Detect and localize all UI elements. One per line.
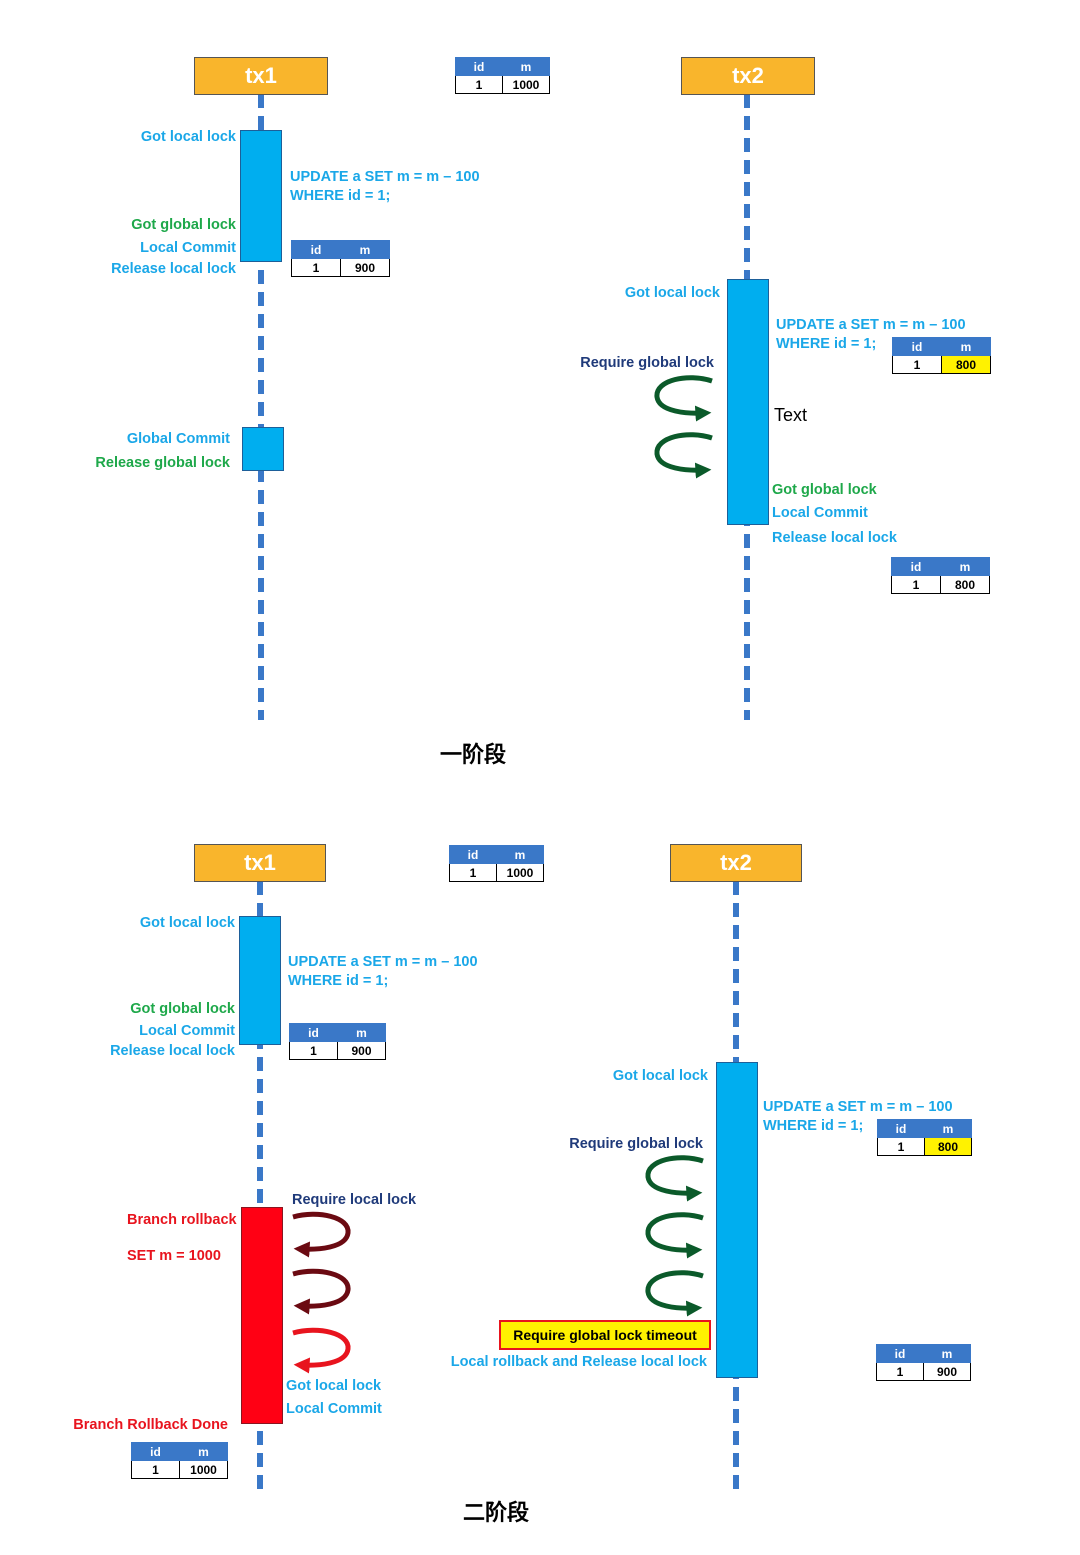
m-header: m: [923, 1344, 971, 1363]
retry-arrow-icon: [645, 1155, 704, 1202]
rollback-retry-arrow-icon: [292, 1211, 351, 1258]
tx1-local-tx-bar: [239, 916, 281, 1045]
retry-arrow-icon: [654, 375, 713, 422]
id-cell: 1: [876, 1362, 924, 1381]
id-cell: 1: [289, 1041, 338, 1060]
text-placeholder: Text: [774, 405, 808, 425]
tx1-update-line2: WHERE id = 1;: [290, 188, 391, 204]
m-header: m: [941, 337, 991, 356]
tx1-title: tx1: [244, 850, 276, 875]
tx1-branch-rollback: Branch rollback: [127, 1212, 237, 1228]
tx1-update-line1: UPDATE a SET m = m – 100: [290, 169, 480, 185]
tx2-update-line1: UPDATE a SET m = m – 100: [776, 317, 966, 333]
m-header: m: [496, 845, 544, 864]
tx2-local-commit: Local Commit: [772, 505, 868, 521]
tx1-got-local-lock: Got local lock: [139, 915, 235, 931]
tx2-local-rollback: Local rollback and Release local lock: [450, 1354, 707, 1370]
tx1-lifeline: [257, 881, 263, 1491]
tx1-rollback-bar: [241, 1207, 283, 1424]
tx1-lifeline: [258, 94, 264, 720]
tx1-header: tx1: [194, 57, 328, 95]
phase1-caption: 一阶段: [440, 742, 507, 768]
tx1-local-tx-bar: [240, 130, 282, 262]
tx1-release-local-lock: Release local lock: [110, 1043, 235, 1059]
tx2-got-local-lock: Got local lock: [612, 1068, 708, 1084]
retry-arrow-icon: [654, 432, 713, 479]
tx2-require-global-lock: Require global lock: [569, 1136, 703, 1152]
id-cell: 1: [891, 575, 941, 594]
id-header: id: [891, 557, 941, 576]
id-cell: 1: [877, 1137, 925, 1156]
tx1-update-line1: UPDATE a SET m = m – 100: [288, 954, 478, 970]
tx2-got-local-lock: Got local lock: [624, 285, 720, 301]
tx1-header: tx1: [194, 844, 326, 882]
tx1-local-commit: Local Commit: [140, 240, 236, 256]
tx2-title: tx2: [720, 850, 752, 875]
id-cell: 1: [291, 258, 341, 277]
tx2-local-tx-bar: [716, 1062, 758, 1378]
rollback-retry-arrow-icon: [292, 1327, 351, 1374]
tx2-timeout-label: Require global lock timeout: [513, 1327, 697, 1343]
tx1-got-global-lock: Got global lock: [131, 217, 236, 233]
m-header: m: [179, 1442, 228, 1461]
m-header: m: [337, 1023, 386, 1042]
tx2-local-tx-bar: [727, 279, 769, 525]
retry-arrow-icon: [645, 1212, 704, 1259]
m-cell-highlight: 800: [924, 1137, 972, 1156]
tx1-global-commit: Global Commit: [126, 431, 230, 447]
tx2-header: tx2: [670, 844, 802, 882]
tx1-got-global-lock: Got global lock: [130, 1001, 235, 1017]
m-cell: 1000: [179, 1460, 228, 1479]
m-cell: 1000: [502, 75, 550, 94]
tx2-header: tx2: [681, 57, 815, 95]
tx1-global-commit-bar: [242, 427, 284, 471]
tx2-update-line2: WHERE id = 1;: [763, 1118, 864, 1134]
m-cell: 1000: [496, 863, 544, 882]
tx2-require-global-lock: Require global lock: [580, 355, 714, 371]
tx1-local-commit-2: Local Commit: [286, 1401, 382, 1417]
id-cell: 1: [892, 355, 942, 374]
tx2-got-global-lock: Got global lock: [772, 482, 877, 498]
tx2-title: tx2: [732, 63, 764, 88]
phase2-caption: 二阶段: [463, 1500, 530, 1526]
m-cell: 800: [940, 575, 990, 594]
tx1-update-line2: WHERE id = 1;: [288, 973, 389, 989]
tx1-release-local-lock: Release local lock: [111, 261, 236, 277]
tx1-local-commit: Local Commit: [139, 1023, 235, 1039]
m-header: m: [340, 240, 390, 259]
id-header: id: [876, 1344, 924, 1363]
rollback-retry-arrow-icon: [292, 1268, 351, 1315]
tx1-require-local-lock: Require local lock: [292, 1192, 417, 1208]
id-header: id: [449, 845, 497, 864]
tx1-got-local-lock: Got local lock: [140, 129, 236, 145]
id-cell: 1: [455, 75, 503, 94]
m-cell: 900: [340, 258, 390, 277]
tx1-branch-rollback-done: Branch Rollback Done: [73, 1417, 228, 1433]
tx1-title: tx1: [245, 63, 277, 88]
tx2-update-line2: WHERE id = 1;: [776, 336, 877, 352]
tx2-timeout-box: Require global lock timeout: [499, 1320, 711, 1350]
tx2-update-line1: UPDATE a SET m = m – 100: [763, 1099, 953, 1115]
m-cell: 900: [337, 1041, 386, 1060]
tx2-release-local-lock: Release local lock: [772, 530, 897, 546]
tx1-got-local-lock-2: Got local lock: [286, 1378, 382, 1394]
m-cell: 900: [923, 1362, 971, 1381]
id-header: id: [289, 1023, 338, 1042]
m-cell-highlight: 800: [941, 355, 991, 374]
tx1-release-global-lock: Release global lock: [95, 455, 230, 471]
tx1-set-m: SET m = 1000: [127, 1248, 221, 1264]
retry-arrow-icon: [645, 1270, 704, 1317]
